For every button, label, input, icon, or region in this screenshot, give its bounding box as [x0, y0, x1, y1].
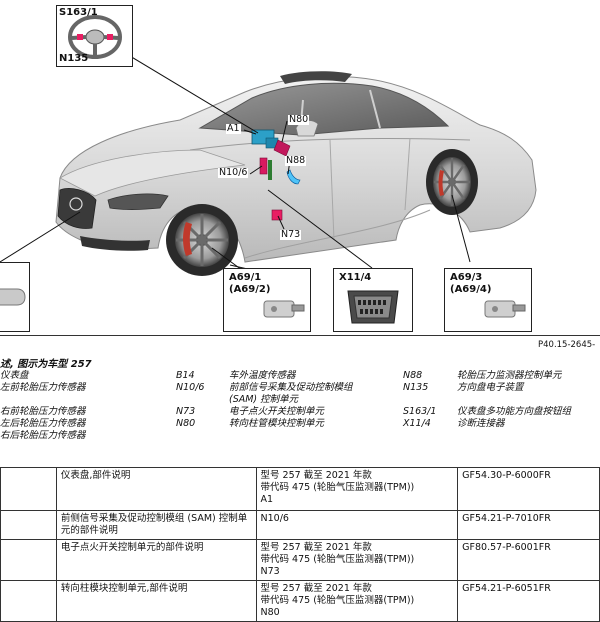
callout-box-a69-1: A69/1 (A69/2) [223, 268, 311, 332]
legend-code [176, 394, 204, 406]
legend-code: S163/1 [403, 406, 437, 417]
component-n10-6 [259, 157, 268, 175]
legend-desc: 诊断连接器 [457, 418, 505, 429]
label-n80: N80 [288, 114, 310, 126]
doc-condition: 带代码 475 (轮胎气压监测器(TPM)) [260, 595, 415, 606]
diagnostic-connector-icon [347, 290, 399, 324]
doc-conditions: N10/6 [255, 510, 459, 540]
legend-col2-desc: 车外温度传感器 前部信号采集及促动控制模组 (SAM) 控制单元 电子点火开关控… [229, 370, 353, 430]
legend-desc: 车外温度传感器 [229, 370, 296, 381]
legend-item: 右前轮胎压力传感器 [0, 406, 86, 417]
legend-code: N135 [403, 382, 429, 393]
legend-desc: 转向柱管模块控制单元 [229, 418, 325, 429]
doc-description[interactable]: 仪表盘,部件说明 [55, 467, 257, 511]
doc-conditions: 型号 257 截至 2021 年款 带代码 475 (轮胎气压监测器(TPM))… [255, 467, 459, 511]
label-n10-6: N10/6 [218, 167, 249, 179]
legend-code: N88 [403, 370, 423, 381]
callout-box-s163: S163/1 N135 [56, 5, 133, 67]
table-row: 电子点火开关控制单元的部件说明 型号 257 截至 2021 年款 带代码 47… [0, 539, 600, 581]
tire-pressure-sensor-icon [484, 300, 526, 318]
legend-col3-desc: 轮胎压力监测器控制单元 方向盘电子装置 仪表盘多功能方向盘按钮组 诊断连接器 [457, 370, 571, 430]
legend-col1: 仪表盘 左前轮胎压力传感器 右前轮胎压力传感器 左后轮胎压力传感器 右后轮胎压力… [0, 370, 86, 442]
doc-condition: A1 [260, 494, 274, 505]
legend-item: 左前轮胎压力传感器 [0, 382, 86, 393]
doc-description[interactable]: 转向柱模块控制单元,部件说明 [55, 580, 257, 622]
doc-conditions: 型号 257 截至 2021 年款 带代码 475 (轮胎气压监测器(TPM))… [255, 539, 459, 581]
doc-condition: 带代码 475 (轮胎气压监测器(TPM)) [260, 554, 415, 565]
label-n135: N135 [59, 53, 89, 64]
front-wheel [166, 204, 238, 276]
doc-code-link[interactable]: GF54.30-P-6000FR [457, 467, 600, 511]
doc-description[interactable]: 电子点火开关控制单元的部件说明 [55, 539, 257, 581]
car-illustration [0, 37, 537, 276]
doc-conditions: 型号 257 截至 2021 年款 带代码 475 (轮胎气压监测器(TPM))… [255, 580, 459, 622]
legend-desc: 电子点火开关控制单元 [229, 406, 325, 417]
legend-col2-codes: B14 N10/6 N73 N80 [176, 370, 204, 430]
legend-desc: 方向盘电子装置 [457, 382, 524, 393]
doc-condition: N73 [260, 566, 280, 577]
grille [57, 188, 97, 229]
doc-condition: N10/6 [260, 513, 289, 524]
legend-code: N80 [176, 418, 196, 429]
component-n88 [286, 169, 301, 185]
steering-wheel-icon [68, 15, 122, 59]
table-row: 转向柱模块控制单元,部件说明 型号 257 截至 2021 年款 带代码 475… [0, 580, 600, 622]
doc-condition: 型号 257 截至 2021 年款 [260, 583, 372, 594]
figure-area: S163/1 N135 A1 N80 N88 N10/6 N73 A69/1 (… [0, 5, 600, 350]
tire-pressure-sensor-icon [263, 300, 305, 318]
figure-ref-code: P40.15-2645- [538, 340, 596, 350]
legend-col3-codes: N88 N135 S163/1 X11/4 [403, 370, 436, 430]
doc-description[interactable]: 前侧信号采集及促动控制模组 (SAM) 控制单元的部件说明 [55, 510, 257, 540]
callout-box-a69-3: A69/3 (A69/4) [444, 268, 532, 332]
legend-desc: 前部信号采集及促动控制模组 [229, 382, 353, 393]
label-a69-2: (A69/2) [229, 284, 271, 295]
legend-item [0, 394, 86, 406]
legend-code: N73 [176, 406, 196, 417]
doc-condition: 型号 257 截至 2021 年款 [260, 542, 372, 553]
legend-code: B14 [176, 370, 195, 381]
doc-code-link[interactable]: GF80.57-P-6001FR [457, 539, 600, 581]
legend-code [403, 394, 436, 406]
legend-code: N10/6 [176, 382, 205, 393]
figure-bottom-rule [0, 335, 600, 336]
doc-code-link[interactable]: GF54.21-P-7010FR [457, 510, 600, 540]
component-n73 [271, 209, 283, 221]
legend-item: 左后轮胎压力传感器 [0, 418, 86, 429]
legend-code: X11/4 [403, 418, 431, 429]
doc-condition: 型号 257 截至 2021 年款 [260, 470, 372, 481]
table-row: 前侧信号采集及促动控制模组 (SAM) 控制单元的部件说明 N10/6 GF54… [0, 510, 600, 540]
callout-box-x11-4: X11/4 [333, 268, 413, 332]
legend-desc: 轮胎压力监测器控制单元 [457, 370, 562, 381]
label-a69-1: A69/1 [229, 272, 262, 283]
label-s163-1: S163/1 [59, 7, 98, 18]
label-x11-4: X11/4 [339, 272, 372, 283]
rear-wheel [426, 149, 478, 215]
document-reference-table: 仪表盘,部件说明 型号 257 截至 2021 年款 带代码 475 (轮胎气压… [0, 467, 600, 622]
doc-condition: 带代码 475 (轮胎气压监测器(TPM)) [260, 482, 415, 493]
doc-code-link[interactable]: GF54.21-P-6051FR [457, 580, 600, 622]
label-a1: A1 [226, 123, 241, 135]
label-n73: N73 [280, 229, 302, 241]
callout-box-left [0, 262, 30, 332]
legend-item: 仪表盘 [0, 370, 29, 381]
legend-heading: 述, 图示为车型 257 [0, 359, 92, 370]
table-row: 仪表盘,部件说明 型号 257 截至 2021 年款 带代码 475 (轮胎气压… [0, 467, 600, 511]
tire-pressure-sensor-icon [0, 288, 26, 306]
legend-desc [457, 394, 571, 406]
label-n88: N88 [285, 155, 307, 167]
label-a69-3: A69/3 [450, 272, 483, 283]
car-windows [198, 82, 450, 136]
legend-desc: (SAM) 控制单元 [229, 394, 299, 405]
doc-condition: N80 [260, 607, 280, 618]
label-a69-4: (A69/4) [450, 284, 492, 295]
legend-item: 右后轮胎压力传感器 [0, 430, 86, 441]
legend-desc: 仪表盘多功能方向盘按钮组 [457, 406, 572, 417]
headlight [107, 193, 169, 210]
